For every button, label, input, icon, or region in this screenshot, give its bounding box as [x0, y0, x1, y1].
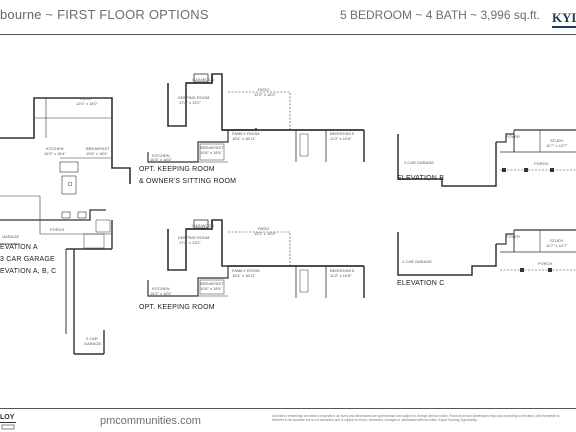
sitting-keeping-dim: 17'2" x 13'2"	[179, 100, 202, 105]
left-kitchen-dim: 16'3" x 18'4"	[44, 151, 67, 156]
page-header: bourne ~ FIRST FLOOR OPTIONS 5 BEDROOM ~…	[0, 0, 576, 34]
footer-logo: LOY	[0, 414, 16, 430]
keeping-patio-label: PATIO	[258, 226, 269, 231]
caption-elevation-c: ELEVATION C	[397, 280, 445, 287]
caption-elevation-abc: EVATION A, B, C	[0, 268, 57, 275]
left-porch-label: PORCH	[50, 227, 65, 232]
sitting-family-label: FAMILY ROOM	[232, 131, 259, 136]
keeping-kitchen-dim: 16'3" x 18'4"	[150, 291, 173, 296]
keeping-patio-dim: 12'0" x 16'0"	[254, 231, 277, 236]
keeping-breakfast-dim: 10'6" x 18'4"	[200, 286, 223, 291]
elev-c-garage-label: 2 CAR GARAGE	[402, 259, 432, 264]
elev-b-foyer-label: FOYER	[506, 134, 520, 139]
sitting-kitchen-dim: 16'3" x 18'4"	[150, 157, 173, 162]
keeping-breakfast-label: BREAKFAST	[200, 281, 224, 286]
elev-c-porch-label: PORCH	[538, 261, 553, 266]
left-2car-garage-label: GARAGE	[84, 341, 101, 346]
sitting-kitchen-label: KITCHEN	[152, 153, 170, 158]
plan-name: bourne	[0, 7, 42, 22]
elev-b-study-dim: 11'7" x 12'7"	[546, 143, 568, 148]
left-2car-label: 2 CAR	[86, 336, 98, 341]
keeping-kitchen-label: KITCHEN	[152, 286, 170, 291]
sitting-breakfast-label: BREAKFAST	[200, 145, 224, 150]
footer-divider	[0, 408, 576, 409]
elevation-c-plan	[397, 229, 576, 276]
caption-3-car-garage: 3 CAR GARAGE	[0, 256, 55, 263]
keeping-family-label: FAMILY ROOM	[232, 268, 259, 273]
sitting-breakfast-dim: 10'6" x 18'4"	[200, 150, 223, 155]
footer-url[interactable]: pmcommunities.com	[100, 415, 201, 427]
sitting-bedroom-label: BEDROOM 5	[330, 131, 355, 136]
elev-c-study-dim: 11'7" x 12'7"	[546, 243, 568, 248]
floor-plan-drawing: PATIO 12'0" x 14'0" KITCHEN 16'3" x 18'4…	[0, 73, 576, 355]
sitting-family-dim: 18'4" x 16'11"	[232, 136, 256, 141]
caption-opt-keeping-sitting-2: & OWNER'S SITTING ROOM	[139, 178, 237, 185]
opt-keeping-plan	[147, 219, 365, 298]
elevation-b-plan	[397, 129, 576, 187]
keeping-bedroom-dim: 11'2" x 10'8"	[330, 273, 352, 278]
sitting-bedroom-dim: 11'2" x 10'8"	[330, 136, 352, 141]
elev-c-foyer-label: FOYER	[506, 234, 520, 239]
plan-subtitle: ~ FIRST FLOOR OPTIONS	[45, 7, 209, 22]
left-breakfast-dim: 10'6" x 18'4"	[86, 151, 109, 156]
footer-disclaimer: All exterior renderings are artist's con…	[272, 414, 560, 422]
header-divider	[0, 34, 576, 35]
brand-logo: KYL	[552, 10, 576, 28]
sitting-patio-label: PATIO	[258, 87, 269, 92]
brand-logo-text: KYL	[552, 10, 576, 25]
keeping-family-dim: 18'4" x 16'11"	[232, 273, 256, 278]
caption-opt-keeping-room: OPT. KEEPING ROOM	[139, 304, 215, 311]
page-title: bourne ~ FIRST FLOOR OPTIONS	[0, 7, 209, 22]
keeping-keeping-label: KEEPING ROOM	[178, 235, 209, 240]
elev-b-porch-label: PORCH	[534, 161, 549, 166]
elev-b-garage-label: 2 CAR GARAGE	[404, 160, 434, 165]
caption-opt-keeping-sitting-1: OPT. KEEPING ROOM	[139, 166, 215, 173]
keeping-keeping-dim: 17'2" x 13'2"	[179, 240, 202, 245]
sitting-patio-dim: 12'0" x 16'0"	[254, 92, 277, 97]
elev-c-study-label: STUDY	[550, 238, 564, 243]
caption-elevation-a: EVATION A	[0, 244, 38, 251]
sitting-keeping-label: KEEPING ROOM	[178, 95, 209, 100]
sitting-fireplace-label: GAS/WOOD	[192, 77, 215, 82]
elev-b-study-label: STUDY	[550, 138, 564, 143]
keeping-fireplace-label: GAS/WOOD	[192, 223, 215, 228]
caption-elevation-b: ELEVATION B	[397, 175, 445, 182]
left-kitchen-label: KITCHEN	[46, 146, 64, 151]
plan-specs: 5 BEDROOM ~ 4 BATH ~ 3,996 sq.ft.	[340, 8, 540, 22]
left-partial-plan	[0, 97, 131, 355]
keeping-bedroom-label: BEDROOM 5	[330, 268, 355, 273]
left-garage-label: GARAGE	[2, 234, 19, 239]
left-breakfast-label: BREAKFAST	[86, 146, 110, 151]
left-patio-label: PATIO	[80, 96, 91, 101]
opt-sitting-plan	[147, 73, 365, 163]
left-patio-dim: 12'0" x 14'0"	[76, 101, 99, 106]
footer-logo-text: LOY	[0, 414, 15, 421]
